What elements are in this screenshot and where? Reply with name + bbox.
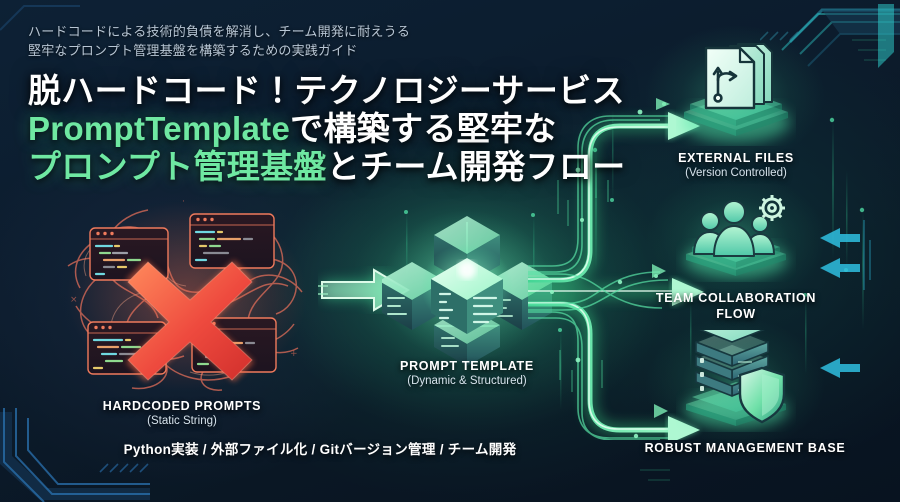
prompt-template-cubes-illustration bbox=[382, 210, 552, 366]
title-line-1-text: 脱ハードコード！テクノロジーサービス bbox=[28, 72, 625, 109]
return-arrows bbox=[820, 220, 871, 378]
external-files-icon bbox=[682, 43, 790, 142]
arrow-right-icon bbox=[672, 278, 704, 306]
flow-paths bbox=[528, 98, 704, 440]
title-line-3-white: とチーム開発フロー bbox=[326, 148, 626, 185]
team-collaboration-icon bbox=[684, 195, 788, 278]
title-line-3: プロンプト管理基盤とチーム開発フロー bbox=[28, 148, 628, 186]
title-line-2: PromptTemplateで構築する堅牢な bbox=[28, 110, 628, 148]
documents-stack bbox=[704, 43, 773, 110]
subtitle-line-1: ハードコードによる技術的負債を解消し、チーム開発に耐えうる bbox=[28, 24, 411, 39]
hardcoded-prompts-illustration: × + · bbox=[67, 197, 307, 391]
title-line-3-green: プロンプト管理基盤 bbox=[28, 148, 327, 185]
gear-icon bbox=[759, 195, 785, 221]
svg-text:×: × bbox=[70, 295, 78, 305]
svg-text:+: + bbox=[290, 349, 298, 359]
page-title: 脱ハードコード！テクノロジーサービス PromptTemplateで構築する堅牢… bbox=[28, 72, 628, 186]
title-line-2-white: で構築する堅牢な bbox=[290, 110, 557, 147]
footer-tags: Python実装 / 外部ファイル化 / Gitバージョン管理 / チーム開発 bbox=[123, 442, 517, 457]
svg-text:·: · bbox=[182, 197, 185, 207]
title-line-1: 脱ハードコード！テクノロジーサービス bbox=[28, 72, 628, 110]
error-x-icon-core bbox=[127, 261, 253, 381]
title-line-2-green: PromptTemplate bbox=[28, 110, 291, 147]
code-window bbox=[189, 213, 275, 269]
subtitle-line-2: 堅牢なプロンプト管理基盤を構築するための実践ガイド bbox=[28, 43, 358, 58]
cube-core bbox=[421, 244, 513, 334]
shield-icon bbox=[738, 366, 786, 424]
robust-management-icon bbox=[684, 330, 788, 428]
git-branch-icon bbox=[712, 66, 738, 103]
arrow-right-icon bbox=[668, 416, 700, 440]
person-icon bbox=[713, 200, 755, 257]
headline-block: ハードコードによる技術的負債を解消し、チーム開発に耐えうる 堅牢なプロンプト管理… bbox=[28, 22, 628, 186]
